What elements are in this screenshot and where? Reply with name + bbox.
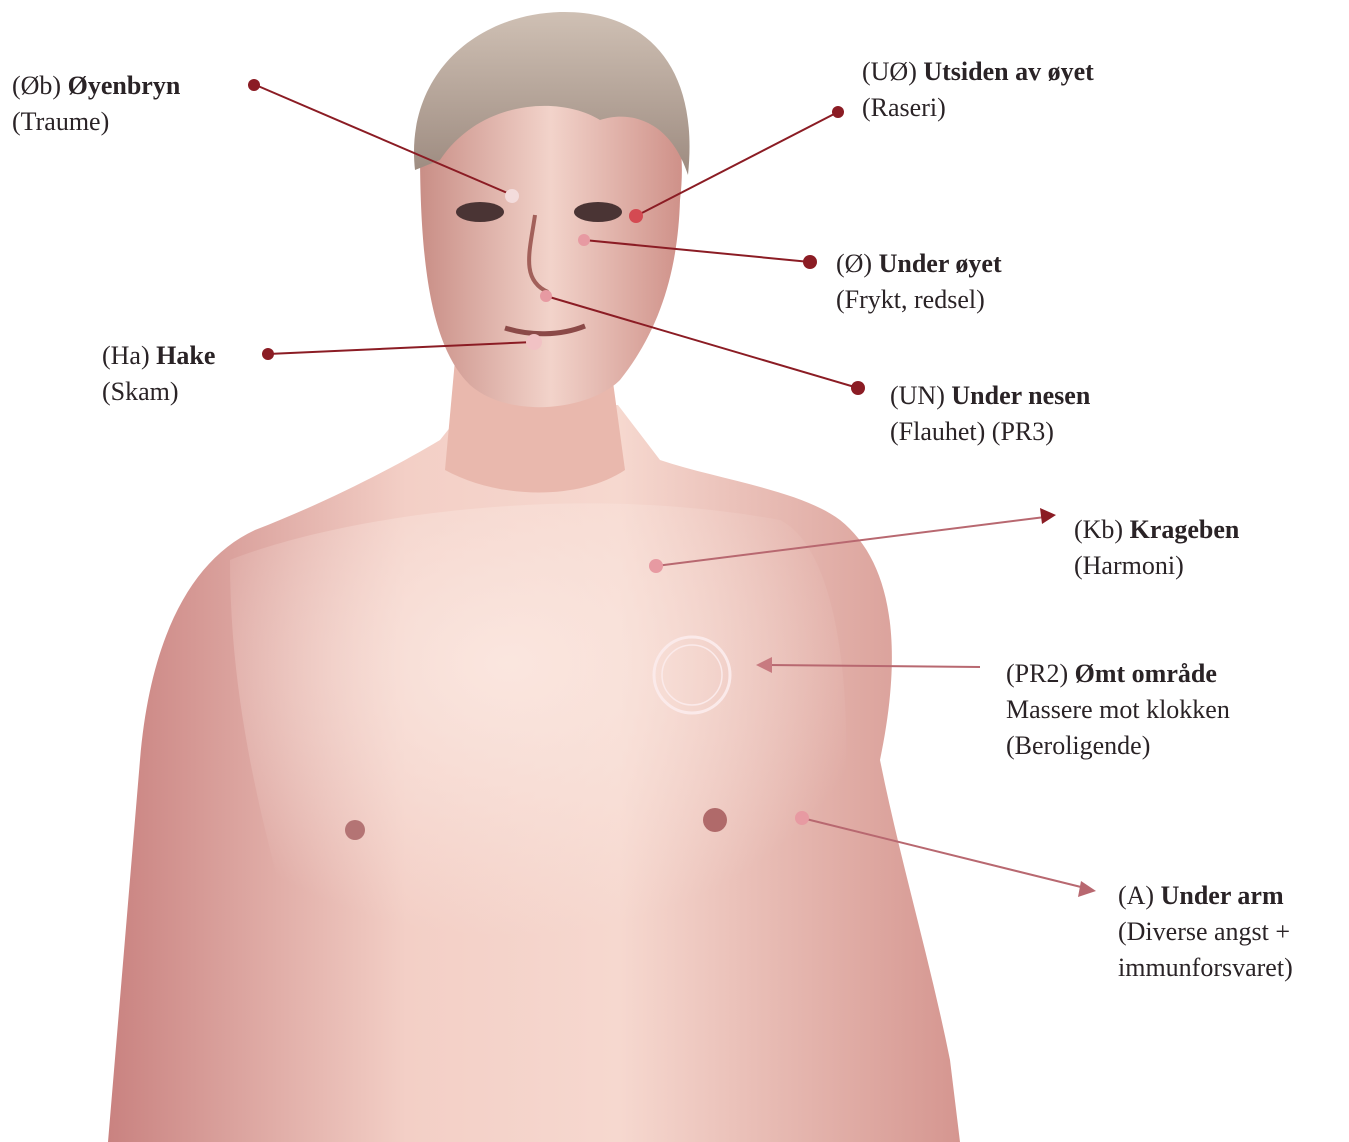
label-under-nesen: (UN) Under nesen (Flauhet) (PR3) [890, 378, 1090, 450]
point-code: (Øb) [12, 71, 61, 100]
label-oyenbryn: (Øb) Øyenbryn (Traume) [12, 68, 180, 140]
label-omt-omrade: (PR2) Ømt område Massere mot klokken (Be… [1006, 656, 1230, 764]
right-eye [574, 202, 622, 222]
marker-hake-point [526, 334, 542, 350]
marker-under-oyet-point [578, 234, 590, 246]
point-meaning: (Harmoni) [1074, 548, 1239, 584]
left-eye [456, 202, 504, 222]
label-under-oyet: (Ø) Under øyet (Frykt, redsel) [836, 246, 1002, 318]
marker-oyenbryn-point [505, 189, 519, 203]
marker-utsiden-end [832, 106, 844, 118]
marker-under-oyet-end [803, 255, 817, 269]
marker-oyenbryn-end [248, 79, 260, 91]
point-name: Under arm [1161, 881, 1284, 910]
point-code: (A) [1118, 881, 1154, 910]
label-under-arm: (A) Under arm (Diverse angst + immunfors… [1118, 878, 1293, 986]
point-code: (Ø) [836, 249, 872, 278]
point-meaning: (Frykt, redsel) [836, 282, 1002, 318]
chest-highlight [230, 503, 846, 960]
point-code: (Kb) [1074, 515, 1123, 544]
arrow-under-arm [1078, 881, 1096, 897]
right-nipple [703, 808, 727, 832]
point-code: (UØ) [862, 57, 917, 86]
point-meaning: (Skam) [102, 374, 215, 410]
point-code: (UN) [890, 381, 945, 410]
point-name: Krageben [1130, 515, 1240, 544]
label-utsiden-av-oyet: (UØ) Utsiden av øyet (Raseri) [862, 54, 1094, 126]
label-krageben: (Kb) Krageben (Harmoni) [1074, 512, 1239, 584]
point-name: Hake [156, 341, 215, 370]
marker-hake-end [262, 348, 274, 360]
marker-utsiden-point [629, 209, 643, 223]
point-code: (Ha) [102, 341, 150, 370]
point-meaning: (Traume) [12, 104, 180, 140]
marker-under-arm-point [795, 811, 809, 825]
point-meaning: (Beroligende) [1006, 728, 1230, 764]
arrow-krageben [1040, 508, 1056, 524]
label-hake: (Ha) Hake (Skam) [102, 338, 215, 410]
marker-under-nesen-end [851, 381, 865, 395]
point-code: (PR2) [1006, 659, 1068, 688]
point-name: Øyenbryn [68, 71, 181, 100]
point-meaning: (Raseri) [862, 90, 1094, 126]
point-name: Ømt område [1075, 659, 1217, 688]
point-meaning: (Diverse angst + [1118, 914, 1293, 950]
point-detail: Massere mot klokken [1006, 692, 1230, 728]
left-nipple [345, 820, 365, 840]
marker-under-nesen-point [540, 290, 552, 302]
point-meaning-cont: immunforsvaret) [1118, 950, 1293, 986]
point-name: Under nesen [951, 381, 1090, 410]
point-name: Utsiden av øyet [923, 57, 1093, 86]
point-name: Under øyet [879, 249, 1002, 278]
point-meaning: (Flauhet) (PR3) [890, 414, 1090, 450]
marker-krageben-point [649, 559, 663, 573]
